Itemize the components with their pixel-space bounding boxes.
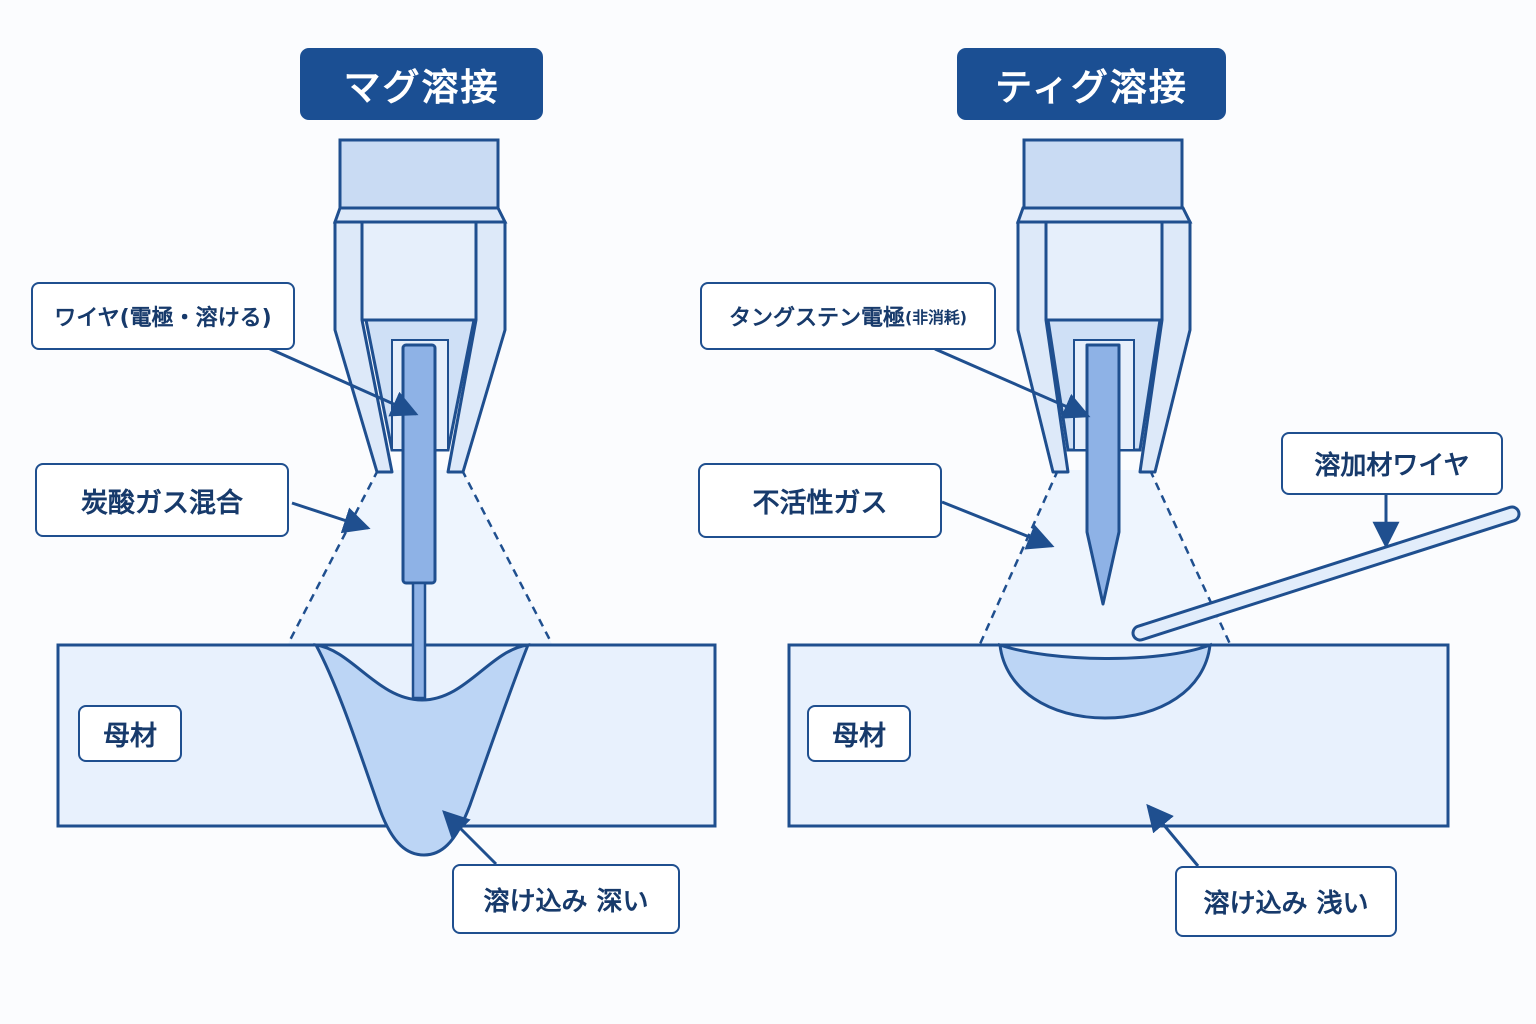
tig-base-metal-label: 母材 — [807, 705, 911, 762]
tig-gas-arrow — [941, 500, 1055, 550]
mag-torch-top-cap — [338, 138, 500, 210]
tig-welding-title: ティグ溶接 — [957, 48, 1226, 120]
tig-electrode-label: タングステン電極(非消耗) — [700, 282, 996, 350]
tig-nozzle-right — [1138, 220, 1192, 474]
tig-nozzle-left — [1016, 220, 1070, 474]
tig-penetration-arrow — [1146, 803, 1200, 867]
tig-torch-body — [1044, 220, 1164, 322]
tig-shallow-weld-pool — [998, 642, 1212, 720]
tig-filler-rod — [1131, 505, 1521, 642]
tig-electrode-label-main: タングステン電極 — [729, 306, 906, 331]
mag-welding-title: マグ溶接 — [300, 48, 543, 120]
mag-wire-arrow — [267, 346, 419, 417]
tig-electrode-arrow — [934, 347, 1091, 419]
mag-wire-label: ワイヤ(電極・溶ける) — [31, 282, 295, 350]
mag-wire-tip — [411, 581, 427, 700]
mag-penetration-label: 溶け込み 深い — [452, 864, 680, 934]
mag-gas-arrow — [291, 501, 371, 534]
mag-penetration-arrow — [442, 810, 498, 866]
mag-nozzle-right — [446, 220, 507, 474]
tig-penetration-label: 溶け込み 浅い — [1175, 866, 1397, 937]
mag-base-metal-label: 母材 — [78, 705, 182, 762]
tig-electrode-label-note: (非消耗) — [905, 307, 967, 327]
tig-filler-wire-label: 溶加材ワイヤ — [1281, 432, 1503, 495]
mag-gas-boundary-right — [460, 469, 554, 645]
tig-tungsten-electrode — [1085, 343, 1121, 606]
tig-gas-label: 不活性ガス — [698, 463, 942, 538]
mag-nozzle-left — [333, 220, 394, 474]
tig-gas-boundary-left — [978, 469, 1060, 645]
mag-gas-boundary-left — [286, 469, 380, 645]
mag-deep-weld-pool — [313, 643, 531, 857]
mag-gas-label: 炭酸ガス混合 — [35, 463, 289, 537]
